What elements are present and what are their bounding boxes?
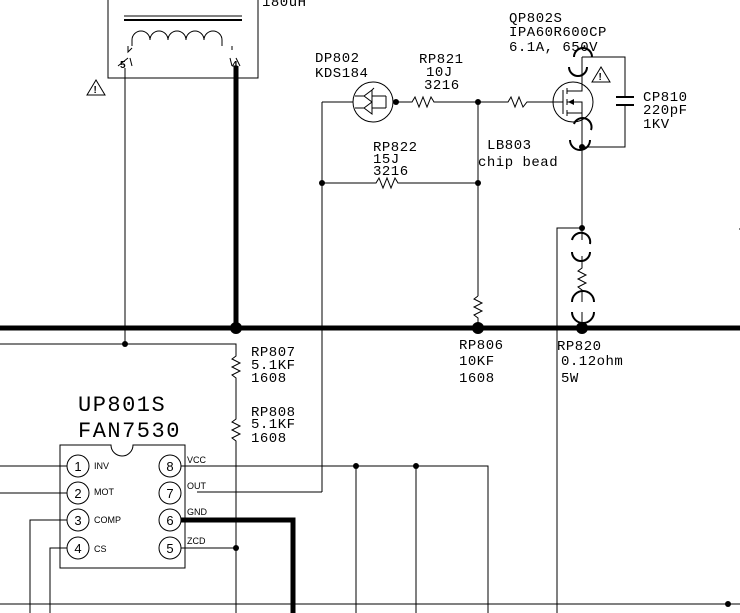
svg-text:3: 3 bbox=[74, 513, 81, 528]
cp810-value: 220pF bbox=[643, 103, 688, 119]
inductor-pin-5-label: 5 bbox=[120, 60, 126, 71]
bead-lb803: LB803 chip bead bbox=[478, 95, 558, 171]
inductor-180uh: 180uH 5 4 bbox=[107, 0, 307, 79]
rp808-value: 5.1KF bbox=[251, 417, 296, 433]
ic-pin-7 bbox=[158, 481, 182, 505]
inductor-value-label: 180uH bbox=[262, 0, 307, 11]
ic-pin-zcd-label: ZCD bbox=[187, 536, 206, 546]
ic-pin-vcc-label: VCC bbox=[187, 455, 207, 465]
wire-pin6-gnd bbox=[181, 517, 296, 613]
rp821-size: 3216 bbox=[424, 78, 460, 94]
rp822-value: 15J bbox=[373, 152, 400, 168]
dp802-part: KDS184 bbox=[315, 66, 368, 82]
ic-pin-inv-label: INV bbox=[94, 461, 109, 471]
capacitor-cp810: CP810 220pF 1KV bbox=[582, 56, 688, 148]
cp810-ref: CP810 bbox=[643, 90, 688, 106]
lb803-ref: LB803 bbox=[487, 138, 532, 154]
resistor-rp820: RP820 0.12ohm 5W bbox=[557, 256, 623, 387]
svg-text:4: 4 bbox=[74, 541, 81, 556]
wire-pin3 bbox=[29, 519, 67, 613]
bead-arcs-drain bbox=[568, 47, 593, 151]
ic-pin-cs-label: CS bbox=[94, 544, 107, 554]
rp806-value: 10KF bbox=[459, 354, 495, 370]
ic-pin-out-label: OUT bbox=[187, 481, 207, 491]
qp802s-part: IPA60R600CP bbox=[509, 25, 607, 41]
ic-pin-comp-label: COMP bbox=[94, 515, 121, 525]
resistor-rp821: RP821 10J 3216 bbox=[393, 52, 478, 109]
svg-text:!: ! bbox=[94, 85, 97, 96]
lb803-desc: chip bead bbox=[478, 155, 558, 171]
wire-pin8-vcc bbox=[181, 465, 489, 613]
ic-pin-gnd-label: GND bbox=[187, 507, 208, 517]
resistor-rp806: RP806 10KF 1608 bbox=[459, 295, 504, 387]
rp807-value: 5.1KF bbox=[251, 358, 296, 374]
resistor-rp822: RP822 15J 3216 bbox=[322, 140, 478, 190]
rp808-ref: RP808 bbox=[251, 405, 296, 421]
rp820-power: 5W bbox=[561, 371, 579, 387]
bead-arcs-source bbox=[571, 231, 595, 324]
ic-up801s: UP801S FAN7530 1 INV 2 MOT 3 COMP 4 CS 8… bbox=[59, 393, 208, 569]
svg-text:5: 5 bbox=[166, 541, 173, 556]
ic-ref: UP801S bbox=[78, 393, 166, 418]
dp802-ref: DP802 bbox=[315, 51, 360, 67]
rp820-value: 0.12ohm bbox=[561, 354, 623, 370]
rp821-value: 10J bbox=[426, 65, 453, 81]
diode-dp802: DP802 KDS184 bbox=[315, 51, 394, 123]
wire-pin4 bbox=[49, 547, 67, 613]
svg-text:8: 8 bbox=[166, 459, 173, 474]
cp810-voltage: 1KV bbox=[643, 117, 670, 133]
inductor-pin-4-label: 4 bbox=[232, 60, 238, 71]
wire-cs-sense bbox=[556, 227, 582, 613]
resistor-rp808: RP808 5.1KF 1608 bbox=[230, 405, 296, 613]
svg-text:6: 6 bbox=[166, 513, 173, 528]
rp807-ref: RP807 bbox=[251, 345, 296, 361]
rp820-ref: RP820 bbox=[557, 339, 602, 355]
mosfet-qp802s: QP802S IPA60R600CP 6.1A, 650V bbox=[509, 11, 607, 124]
warning-triangle-icon: ! bbox=[86, 79, 106, 96]
svg-text:2: 2 bbox=[74, 486, 81, 501]
ic-pin-mot-label: MOT bbox=[94, 487, 114, 497]
rp806-ref: RP806 bbox=[459, 338, 504, 354]
qp802s-ref: QP802S bbox=[509, 11, 562, 27]
ic-part: FAN7530 bbox=[78, 419, 181, 444]
wire-rp807-feed bbox=[0, 343, 237, 348]
rp807-size: 1608 bbox=[251, 371, 287, 387]
warning-triangle-mosfet-icon: ! bbox=[591, 66, 611, 83]
rp822-ref: RP822 bbox=[373, 140, 418, 156]
rp806-size: 1608 bbox=[459, 371, 495, 387]
rp808-size: 1608 bbox=[251, 431, 287, 447]
resistor-rp807: RP807 5.1KF 1608 bbox=[230, 344, 296, 414]
svg-text:1: 1 bbox=[74, 459, 81, 474]
svg-text:7: 7 bbox=[166, 486, 173, 501]
svg-text:!: ! bbox=[599, 72, 602, 83]
rp821-ref: RP821 bbox=[419, 52, 464, 68]
rp822-size: 3216 bbox=[373, 164, 409, 180]
